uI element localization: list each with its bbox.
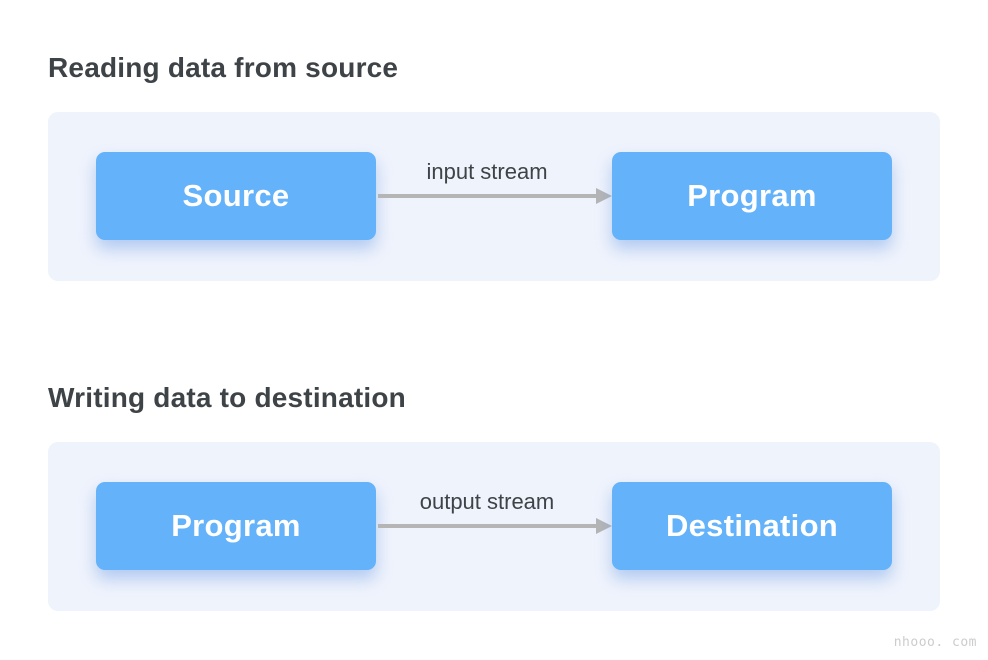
source-node: Source <box>96 152 376 240</box>
arrow-line <box>378 194 598 198</box>
program-node-label: Program <box>171 508 301 543</box>
output-stream-label: output stream <box>419 489 555 514</box>
site-watermark: nhooo. com <box>893 635 977 650</box>
destination-node-label: Destination <box>665 508 839 543</box>
arrow-right-icon <box>596 518 612 534</box>
writing-diagram-panel: Program output stream Destination <box>48 442 940 611</box>
source-node-label: Source <box>182 178 290 213</box>
program-node-2: Program <box>96 482 376 570</box>
section-heading-reading: Reading data from source <box>48 52 399 83</box>
destination-node: Destination <box>612 482 892 570</box>
reading-diagram-panel: Source input stream Program <box>48 112 940 281</box>
program-node-label: Program <box>687 178 817 213</box>
arrow-right-icon <box>596 188 612 204</box>
input-stream-label: input stream <box>426 159 548 184</box>
input-stream-flow-arrow: input stream <box>376 112 612 281</box>
arrow-line <box>378 524 598 528</box>
section-heading-writing: Writing data to destination <box>48 382 406 413</box>
program-node: Program <box>612 152 892 240</box>
output-stream-flow-arrow: output stream <box>376 442 612 611</box>
